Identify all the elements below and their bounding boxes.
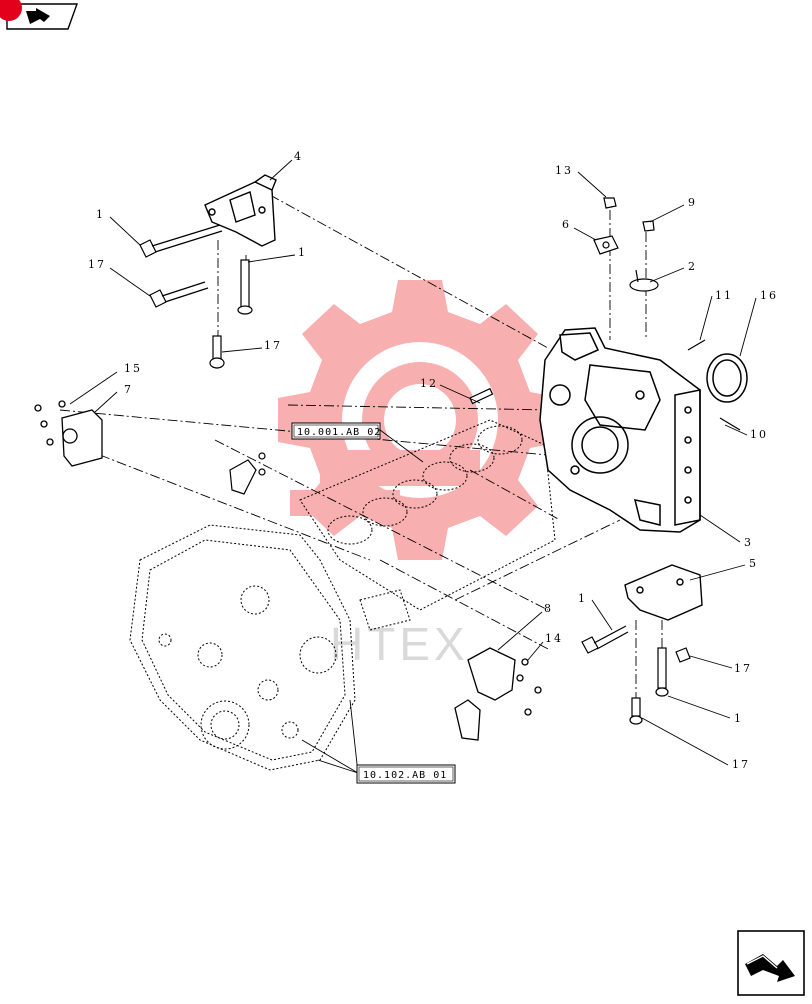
callout-c17d: 17 bbox=[732, 758, 750, 771]
callout-c1b: 1 bbox=[298, 246, 307, 259]
ref-box-timing-cover: 10.102.AB 01 bbox=[356, 764, 456, 784]
nav-accent-dot bbox=[0, 0, 22, 21]
small-bracket-center bbox=[229, 452, 266, 495]
callout-c1c: 1 bbox=[578, 592, 587, 605]
callout-c1d: 1 bbox=[734, 712, 743, 725]
bracket-lower-right bbox=[624, 564, 703, 621]
callout-c11: 11 bbox=[715, 289, 733, 302]
flywheel-housing bbox=[539, 327, 701, 533]
callout-c14: 14 bbox=[545, 632, 563, 645]
next-page-button[interactable] bbox=[737, 930, 805, 996]
callout-labels: 1 17 4 1 17 15 7 12 13 6 9 2 11 16 10 3 … bbox=[88, 150, 778, 771]
callout-c1a: 1 bbox=[96, 208, 105, 221]
callout-c7: 7 bbox=[124, 383, 133, 396]
watermark-gear-icon bbox=[278, 280, 562, 560]
bolt-group-upper-left bbox=[139, 224, 253, 369]
prev-page-icon bbox=[6, 3, 78, 30]
ref-label-block: 10.001.AB 02 bbox=[297, 427, 381, 438]
leader-lines bbox=[69, 159, 757, 774]
callout-c6: 6 bbox=[562, 218, 571, 231]
callout-c10: 10 bbox=[750, 428, 768, 441]
callout-c13: 13 bbox=[555, 164, 573, 177]
ref-box-block: 10.001.AB 02 bbox=[291, 422, 381, 440]
next-page-icon bbox=[737, 930, 805, 996]
prev-page-button[interactable] bbox=[0, 0, 78, 30]
callout-c16: 16 bbox=[760, 289, 778, 302]
seal-ring bbox=[706, 353, 748, 403]
callout-c9: 9 bbox=[688, 196, 697, 209]
ref-label-timing-cover: 10.102.AB 01 bbox=[363, 770, 447, 781]
callout-c12: 12 bbox=[420, 377, 438, 390]
callout-c2: 2 bbox=[688, 260, 697, 273]
callout-c17c: 17 bbox=[734, 662, 752, 675]
bolt-group-lower-right bbox=[581, 625, 691, 725]
callout-c5: 5 bbox=[749, 557, 758, 570]
callout-c4: 4 bbox=[294, 150, 303, 163]
callout-c15: 15 bbox=[124, 362, 142, 375]
callout-c8: 8 bbox=[544, 602, 553, 615]
bracket-lower-center bbox=[454, 647, 542, 741]
callout-c17a: 17 bbox=[88, 258, 106, 271]
bracket-left bbox=[34, 400, 103, 467]
bracket-upper-left bbox=[204, 174, 277, 247]
callout-c3: 3 bbox=[744, 536, 753, 549]
assembly-lines bbox=[59, 194, 663, 720]
engine-block-phantom bbox=[299, 419, 556, 631]
callout-c17b: 17 bbox=[264, 339, 282, 352]
timing-cover-phantom bbox=[129, 524, 356, 771]
